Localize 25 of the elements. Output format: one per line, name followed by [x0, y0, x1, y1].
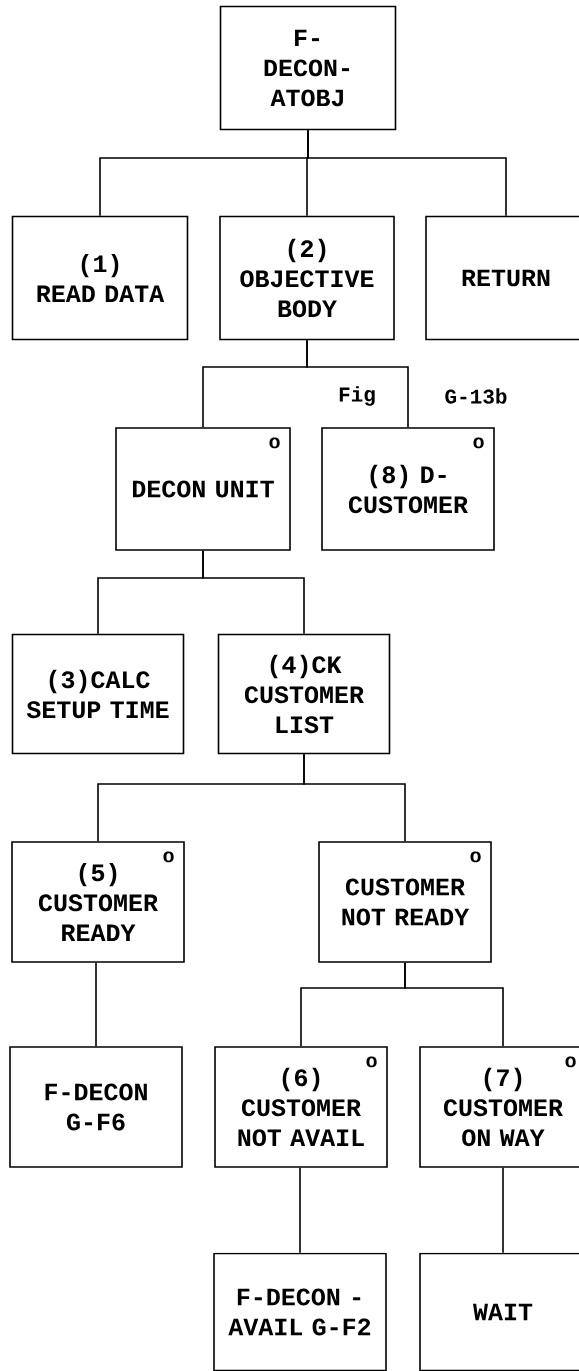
selection-mark: o: [565, 1056, 576, 1068]
figure-label: Fig: [339, 386, 375, 406]
connector-line: [299, 1167, 301, 1254]
connector-line: [95, 962, 97, 1047]
selection-mark: o: [269, 437, 280, 449]
selection-mark: o: [470, 851, 481, 863]
process-box: (1) READ DATA: [11, 215, 189, 341]
process-box: (3)CALC SETUP TIME: [11, 633, 185, 755]
selection-mark: o: [366, 1056, 377, 1068]
process-box: F-DECON -AVAIL G-F2: [213, 1252, 387, 1371]
connector-line: [307, 129, 507, 217]
connector-line: [303, 753, 406, 842]
selection-mark: o: [473, 437, 484, 449]
process-box: F-DECON G-F6: [9, 1046, 183, 1168]
process-box: WAIT: [419, 1252, 579, 1371]
process-box: (2) OBJECTIVE BODY: [219, 215, 395, 341]
connector-line: [404, 962, 504, 1047]
connector-line: [502, 1167, 504, 1254]
process-box: RETURN: [425, 215, 579, 341]
figure-label: G-13b: [445, 388, 507, 404]
process-box: (4)CK CUSTOMER LIST: [217, 633, 391, 755]
connector-line: [306, 339, 409, 428]
connector-line: [202, 550, 305, 635]
process-box: F- DECON- ATOBJ: [219, 5, 397, 131]
selection-mark: o: [163, 851, 174, 863]
